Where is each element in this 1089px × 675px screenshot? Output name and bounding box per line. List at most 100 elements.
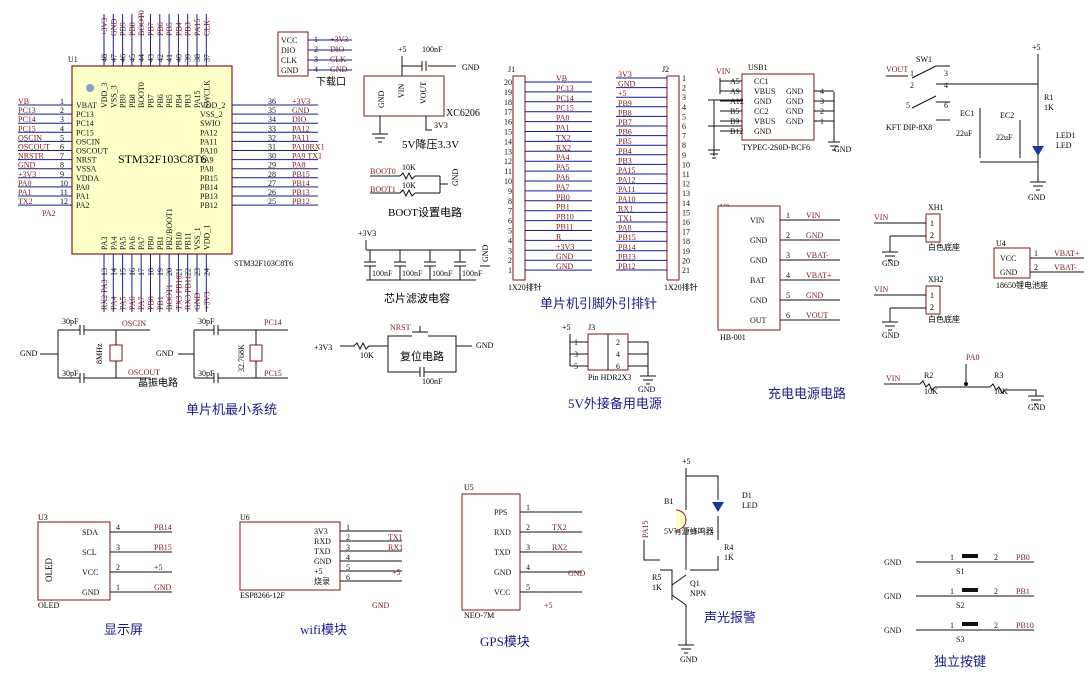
j2-pin-num: 18 <box>682 237 690 246</box>
u1-pin-num: 48 <box>100 54 109 62</box>
j1-pin-num: 19 <box>504 88 512 97</box>
sw-pin-num: 6 <box>944 101 948 110</box>
u1-pin-name: OSCIN <box>76 137 100 146</box>
u1-pin-num: 38 <box>193 54 202 62</box>
key-gnd: GND <box>884 558 902 567</box>
pin1-marker-icon <box>86 84 94 92</box>
alarm-r4v: 1K <box>724 553 734 562</box>
j3-pin-right: 6 <box>616 362 620 371</box>
u4-pin-num: 1 <box>1034 249 1038 258</box>
buzzer-label: 5V有源蜂鸣器 <box>664 526 714 536</box>
j1-net: PA0 <box>556 114 570 123</box>
u1-net-label: GND <box>292 106 310 115</box>
u3-pin-num: 3 <box>116 543 120 552</box>
u6-pin-num: 4 <box>346 553 350 562</box>
download-title: 下载口 <box>316 76 346 88</box>
u1-pin-num: 14 <box>109 268 118 276</box>
j1-pin-num: 15 <box>504 128 512 137</box>
key-gnd: GND <box>884 592 902 601</box>
usb-pin-name-right: GND <box>786 87 804 96</box>
u4-net: VBAT- <box>1054 263 1077 272</box>
u2-pin-name: GND <box>750 236 768 245</box>
u3-foot: OLED <box>38 601 60 610</box>
u1-pin-name: VDD_3 <box>100 83 109 108</box>
j1-net: PC15 <box>556 104 574 113</box>
j3-plus5: +5 <box>562 323 571 332</box>
j2-net: PB12 <box>618 262 636 271</box>
u2-net: VBAT- <box>806 251 829 260</box>
u1-pin-name: VDD_2 <box>200 101 225 110</box>
u1-pin-name: PB7 <box>147 94 156 108</box>
u5-body <box>461 493 521 611</box>
u1-pin-name: SWIO <box>200 119 221 128</box>
led1-label: LED <box>1056 141 1072 150</box>
u1-pin-name: PB3 <box>184 94 193 108</box>
u1-pin-num: 37 <box>202 54 211 62</box>
u1-pin-num: 41 <box>165 54 174 62</box>
j2-pin-num: 11 <box>682 170 690 179</box>
j2-net: PB4 <box>618 147 632 156</box>
sw-ref: SW1 <box>916 55 932 64</box>
u1-net-label: RX2 PA3 <box>100 279 109 310</box>
div-r2v: 10K <box>924 387 938 396</box>
u1-net-label: DIO <box>292 115 306 124</box>
alarm-q1: Q1 <box>690 579 700 588</box>
u5-pin-name: TXD <box>494 548 511 557</box>
usb-pin-name: CC1 <box>754 77 769 86</box>
j2-pin-num: 21 <box>682 266 690 275</box>
xh1-ref: XH1 <box>928 203 944 212</box>
u1-pin-num: 32 <box>268 133 276 142</box>
j2-foot: 1X20排针 <box>664 282 698 292</box>
j2-ref: J2 <box>662 65 669 74</box>
u1-pin-num: 15 <box>119 268 128 276</box>
xh2-vin: VIN <box>874 285 888 294</box>
download-pin-num: 2 <box>314 45 318 54</box>
u1-net-label: PB12 <box>292 197 310 206</box>
u1-net-label: PA5 <box>119 297 128 311</box>
u1-chip-body <box>71 65 233 255</box>
j2-net: PA15 <box>618 166 636 175</box>
u1-net-label: NRSTR <box>18 152 44 161</box>
u1-net-label: OSCOUT <box>18 143 50 152</box>
j2-net: PB15 <box>618 233 636 242</box>
alarm-r4: R4 <box>724 543 733 552</box>
u1-net-label: PC14 <box>18 115 36 124</box>
gps-title: GPS模块 <box>480 634 530 649</box>
sw-pin-num: 2 <box>910 81 914 90</box>
xh1-body <box>925 213 941 243</box>
filter-cap-value: 100nF <box>402 269 423 278</box>
u1-net-label: PB9 <box>119 22 128 36</box>
u1-pin-num: 23 <box>193 268 202 276</box>
u1-pin-name: PB10 <box>174 232 183 250</box>
ec2-ref: EC2 <box>1000 111 1014 120</box>
battery-title: 18650锂电池座 <box>996 280 1048 290</box>
u1-pin-name: VDD_1 <box>202 225 211 250</box>
key-gnd: GND <box>884 626 902 635</box>
j1-pin-num: 14 <box>504 137 512 146</box>
j1-pin-num: 1 <box>508 266 512 275</box>
u1-net-label: PA4 <box>109 297 118 311</box>
u1-pin-name: PB4 <box>174 94 183 108</box>
j2-pin-num: 15 <box>682 208 690 217</box>
header-j2: J2 13V32GND3+54PB95PB86PB77PB68PB59PB410… <box>540 65 698 311</box>
j1-net: R <box>556 232 562 241</box>
xh2-p1: 1 <box>930 291 934 300</box>
u1-pin-num: 34 <box>268 115 276 124</box>
u1-pin-name: PB0 <box>147 236 156 250</box>
u5-pin-name: VCC <box>494 588 510 597</box>
u1-net-label: TX2 <box>18 197 33 206</box>
u1-pin-num: 7 <box>60 152 64 161</box>
boot-circuit: BOOT0 BOOT1 10K 10K GND BOOT设置电路 <box>370 163 462 219</box>
alarm-r5v: 1K <box>652 583 662 592</box>
j3-pin-right: 4 <box>616 350 620 359</box>
download-box <box>277 31 309 77</box>
u1-pin-name: PA1 <box>76 192 90 201</box>
u1-pin-name: PB6 <box>156 94 165 108</box>
usb-pin-name-right: GND <box>786 107 804 116</box>
u6-net: RX1 <box>388 543 403 552</box>
u6-net: TX1 <box>388 533 403 542</box>
j1-pin-num: 17 <box>504 108 512 117</box>
u1-pin-name: VBAT <box>76 101 97 110</box>
